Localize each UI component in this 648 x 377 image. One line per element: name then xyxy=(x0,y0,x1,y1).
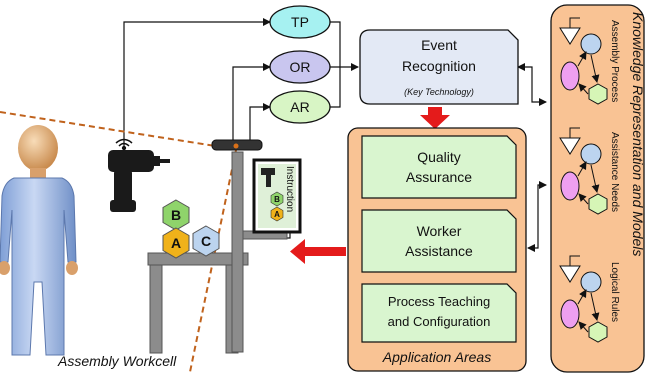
model-label-logical: Logical Rules xyxy=(609,262,620,322)
knowledge-title: Knowledge Representation and Models xyxy=(630,12,646,256)
drill-icon xyxy=(108,150,170,212)
app-quality-line2: Assurance xyxy=(406,169,472,185)
app-process-line1: Process Teaching xyxy=(388,294,490,309)
event-title-line2: Recognition xyxy=(402,58,476,74)
event-recognition-box xyxy=(359,29,519,105)
model-label-assistance: Assistance Needs xyxy=(609,132,620,212)
tp-label: TP xyxy=(291,14,309,30)
model-glyph-assistance xyxy=(559,127,608,215)
screen-block-b-label: B xyxy=(274,195,280,204)
block-c-label: C xyxy=(201,233,211,249)
app-box-quality xyxy=(361,135,517,199)
or-label: OR xyxy=(290,59,311,75)
app-box-process xyxy=(361,283,517,343)
block-a-label: A xyxy=(171,235,181,251)
app-quality-line1: Quality xyxy=(417,149,461,165)
red-arrow-left xyxy=(290,239,346,264)
app-worker-line2: Assistance xyxy=(405,243,473,259)
instruction-label: Instruction xyxy=(284,166,295,212)
screen-block-b xyxy=(270,191,284,207)
event-title-line1: Event xyxy=(421,37,457,53)
block-b-label: B xyxy=(171,207,181,223)
wifi-icon xyxy=(115,138,133,151)
screen-drill-icon xyxy=(261,168,275,187)
app-worker-line1: Worker xyxy=(417,223,462,239)
model-label-assembly: Assembly Process xyxy=(609,20,620,102)
application-areas-title: Application Areas xyxy=(382,349,491,365)
app-process-line2: and Configuration xyxy=(388,314,491,329)
model-glyph-assembly xyxy=(559,17,608,105)
worker-figure xyxy=(0,125,78,356)
tp-sensor-node xyxy=(269,5,331,39)
ar-sensor-node xyxy=(269,90,331,124)
or-sensor-node xyxy=(269,50,331,84)
app-box-worker xyxy=(361,209,517,273)
sensor-connectors xyxy=(123,18,547,252)
block-a-hex xyxy=(162,227,190,259)
event-subtitle: (Key Technology) xyxy=(404,87,474,97)
screen-block-a-label: A xyxy=(274,210,280,219)
red-arrow-down xyxy=(420,107,450,129)
ar-label: AR xyxy=(290,99,309,115)
workcell-label: Assembly Workcell xyxy=(57,353,177,369)
screen-block-a xyxy=(270,206,284,222)
model-glyph-logical xyxy=(559,255,608,343)
block-c-hex xyxy=(192,225,220,257)
